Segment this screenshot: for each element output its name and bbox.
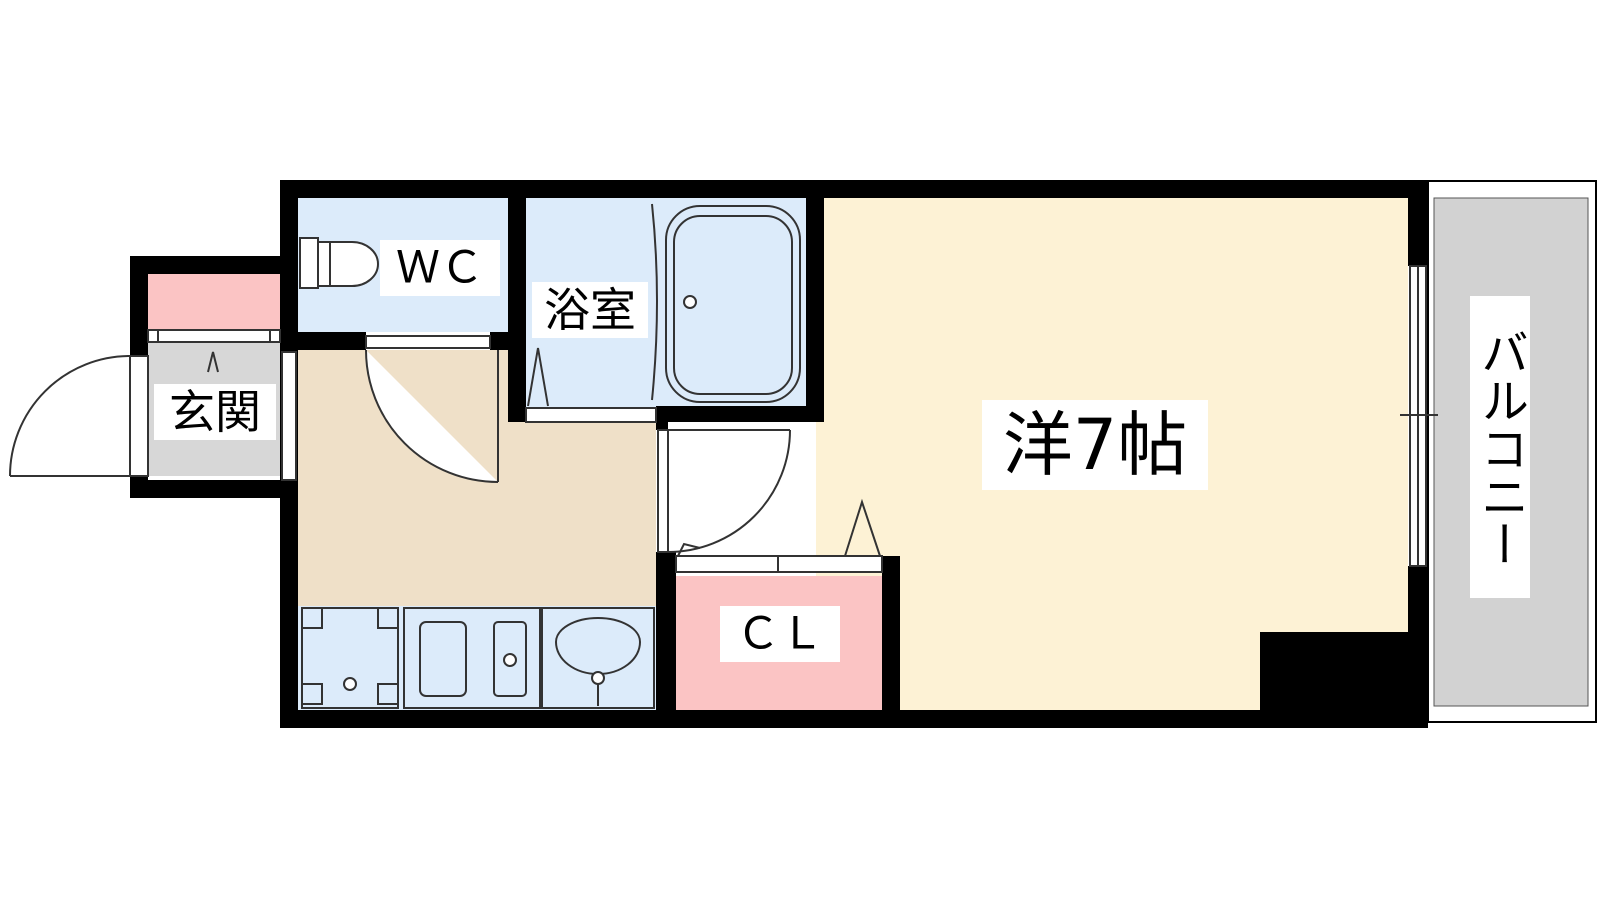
- entrance-label-bg: [154, 384, 276, 440]
- stove-icon: [301, 607, 399, 709]
- closet-label: ＣＬ: [736, 610, 824, 659]
- kitchen-sink-icon: [403, 607, 541, 709]
- doors: [9, 329, 883, 573]
- bath-label: 浴室: [544, 283, 636, 337]
- wc-label: ＷＣ: [396, 244, 484, 293]
- balcony-label-bg: [1470, 296, 1530, 598]
- wc-label-bg: [380, 240, 500, 296]
- bath-label-bg: [532, 282, 648, 338]
- entrance-label: 玄関: [169, 385, 261, 439]
- toilet-icon: [299, 237, 379, 289]
- balcony-label: バルコニー: [1472, 328, 1528, 568]
- walls: [130, 180, 1428, 728]
- western-room-label: 洋7帖: [1003, 404, 1188, 486]
- bathtub-icon: [651, 203, 801, 403]
- balcony-window: [1400, 265, 1438, 567]
- entrance-shelf: [148, 274, 280, 330]
- washbasin-icon: [541, 607, 655, 709]
- western-room-label-bg: [982, 400, 1208, 490]
- closet-label-bg: [720, 606, 840, 662]
